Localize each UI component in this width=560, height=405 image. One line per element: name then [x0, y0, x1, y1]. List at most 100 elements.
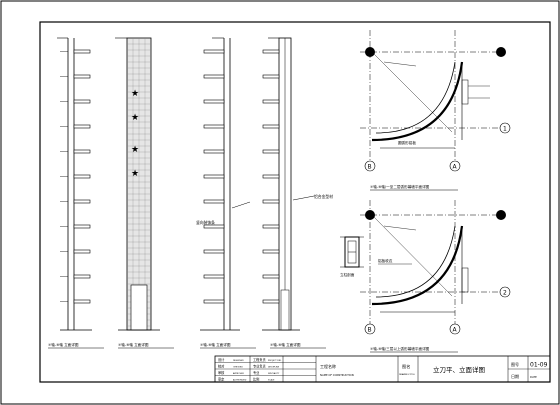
floor-bracket	[73, 199, 91, 204]
floor-slab	[262, 224, 280, 229]
floor-slab	[262, 99, 280, 104]
signoff-label: 设计	[218, 357, 225, 362]
floor-slab	[203, 99, 225, 104]
floor-bracket	[73, 74, 91, 79]
signoff-label: 审定	[218, 377, 225, 382]
signoff-label-en: APPROVED	[233, 372, 244, 375]
elevation-3	[200, 37, 240, 331]
floor-slab	[262, 174, 280, 179]
floor-bracket	[73, 299, 91, 304]
floor-slab	[262, 274, 280, 279]
elevation-4-caption: ⑦轴-⑧轴 立面详图	[270, 342, 301, 347]
mullion-section	[340, 236, 364, 268]
floor-slab	[203, 199, 225, 204]
drawing-title: 立刀平、立面详图	[433, 365, 485, 374]
floor-slab	[203, 274, 225, 279]
title-block	[214, 355, 551, 383]
axis-bubble-1-label: 1	[503, 126, 507, 133]
signoff-label-en: DISCIPLINE	[268, 367, 280, 369]
floor-slab	[262, 249, 280, 254]
signoff-label: 专业负责	[253, 364, 266, 369]
floor-slab	[262, 299, 280, 304]
floor-slab	[203, 149, 225, 154]
floor-slab	[262, 199, 280, 204]
svg-text:★: ★	[131, 89, 139, 99]
date-label-en: DATE	[530, 375, 537, 379]
signoff-label-en: AUTHORIZED	[233, 379, 247, 382]
svg-text:★: ★	[131, 169, 139, 179]
floor-slab	[203, 124, 225, 129]
svg-text:★: ★	[131, 145, 139, 155]
floor-slab	[262, 149, 280, 154]
plan-1-axis-a	[449, 160, 461, 172]
project-name: 工程名称	[320, 363, 336, 369]
callout-arc-panel: 圆弧形铝板	[398, 140, 416, 145]
date-label: 日期	[511, 373, 519, 379]
axis-bubble-1	[499, 122, 511, 134]
elevation-2-caption: ⑦轴-⑧轴 立面详图	[118, 342, 149, 347]
signoff-label: 比例	[253, 377, 259, 382]
floor-bracket	[73, 274, 91, 279]
floor-bracket	[73, 99, 91, 104]
signoff-label: 专业	[253, 370, 259, 375]
signoff-label-en: SPECIALITY	[268, 372, 280, 375]
elevation-2: ★ ★ ★ ★	[115, 37, 160, 331]
signoff-label: 审核	[218, 370, 225, 375]
title-label: 图名	[402, 363, 410, 370]
elevation-1	[57, 37, 92, 331]
elevation-3-caption: ⑦轴-⑧轴 立面详图	[200, 342, 231, 347]
floor-bracket	[73, 49, 91, 54]
signoff-label-en: PROJECT DIR.	[268, 360, 282, 362]
floor-slab	[203, 224, 225, 229]
plan-1	[360, 30, 500, 162]
floor-slab	[203, 49, 225, 54]
plan-2-axis-b	[364, 323, 376, 335]
axis-bubble-2	[499, 286, 511, 298]
floor-slab	[203, 174, 225, 179]
floor-bracket	[73, 124, 91, 129]
callout-decor-strip: 竖向装饰条	[196, 220, 215, 225]
plan-2-axis-a	[449, 323, 461, 335]
floor-bracket	[73, 224, 91, 229]
floor-bracket	[73, 174, 91, 179]
svg-text:★: ★	[131, 113, 139, 123]
plan-2-column-2	[496, 210, 506, 220]
plan-1-caption: ⑦轴-⑧轴/一至二层弧形幕墙平面详图	[370, 184, 430, 189]
project-name-en: NAME OF CONSTRUCTION	[320, 373, 354, 377]
signoff-label-en: SCALE	[268, 379, 275, 382]
plan-2-caption: ⑦轴-⑧轴/三层以上弧形幕墙平面详图	[370, 346, 430, 351]
title-label-en: DRAWING TITLE	[399, 373, 416, 376]
plan-1-axis-a-label: A	[453, 164, 458, 171]
floor-bracket	[73, 249, 91, 254]
floor-bracket	[73, 149, 91, 154]
plan-1-column-1	[365, 47, 375, 57]
floor-slab	[203, 299, 225, 304]
signoff-label-en: DESIGNED	[233, 360, 244, 362]
elevation-1-caption: ⑦轴-⑧轴 立面详图	[48, 342, 79, 347]
floor-slab	[262, 74, 280, 79]
plan-1-axis-b-label: B	[368, 164, 372, 171]
floor-slab	[203, 249, 225, 254]
callout-panel-edge: 铝板收边	[378, 258, 393, 263]
plan-2-axis-a-label: A	[453, 327, 458, 334]
plan-2-column-1	[365, 210, 375, 220]
signoff-label: 校对	[218, 364, 225, 369]
signoff-label-en: CHECKED	[233, 367, 243, 369]
floor-slab	[262, 49, 280, 54]
callout-aluminium-profile: 铝合金型材	[314, 194, 333, 199]
mullion-section-label: 立柱剖面	[340, 272, 355, 277]
signoff-label: 工程负责	[253, 357, 266, 362]
plan-1-column-2	[496, 47, 506, 57]
drawing-number: 01-09	[530, 362, 548, 369]
plan-1-axis-b	[364, 160, 376, 172]
number-label: 图号	[511, 361, 519, 367]
plan-2	[360, 200, 500, 325]
plan-2-axis-b-label: B	[368, 327, 372, 334]
elevation-4	[262, 37, 300, 331]
floor-slab	[262, 124, 280, 129]
axis-bubble-2-label: 2	[503, 290, 507, 297]
sheet-border-inner	[39, 21, 551, 383]
floor-slab	[203, 74, 225, 79]
